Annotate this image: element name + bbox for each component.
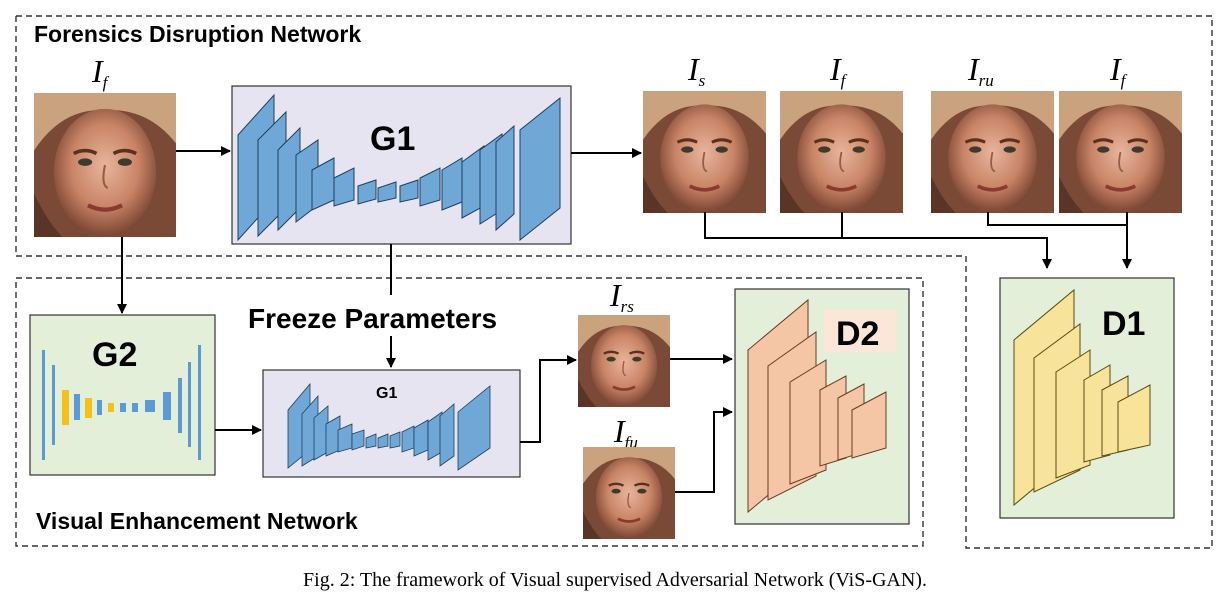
g2-label: G2 bbox=[92, 336, 137, 374]
g1-small-label: G1 bbox=[376, 385, 397, 402]
arrow-ifu-to-d2 bbox=[675, 407, 733, 493]
mid-face-image-rs bbox=[576, 313, 672, 409]
arrow-g1-small-to-irs bbox=[520, 355, 577, 443]
d2-label: D2 bbox=[836, 315, 879, 353]
top-face-image-3 bbox=[929, 89, 1056, 215]
freeze-parameters-label: Freeze Parameters bbox=[248, 303, 497, 334]
top-face-image-1 bbox=[641, 89, 768, 215]
top-face-image-2 bbox=[778, 89, 905, 215]
g2-box bbox=[29, 314, 216, 476]
forensics-section-title: Forensics Disruption Network bbox=[34, 21, 361, 47]
g1-encoder-decoder-blocks bbox=[237, 93, 561, 242]
g2-network-bars bbox=[42, 345, 201, 460]
top-image-4-label: If bbox=[1109, 51, 1128, 90]
visual-section-outline bbox=[15, 277, 924, 547]
mid-face-image-fu bbox=[581, 445, 677, 541]
d1-label: D1 bbox=[1102, 305, 1145, 343]
figure-caption: Fig. 2: The framework of Visual supervis… bbox=[303, 569, 927, 591]
top-face-image-4 bbox=[1057, 89, 1184, 215]
connectors-to-d1 bbox=[704, 212, 1132, 269]
mid-image-rs-label: Irs bbox=[609, 277, 634, 316]
d2-discriminator-blocks bbox=[747, 298, 887, 514]
g1-label: G1 bbox=[370, 120, 415, 158]
d1-discriminator-blocks bbox=[1013, 288, 1151, 507]
top-image-1-label: Is bbox=[687, 51, 706, 90]
top-image-2-label: If bbox=[829, 51, 848, 90]
g1-small-blocks bbox=[287, 382, 491, 471]
visual-section-title: Visual Enhancement Network bbox=[36, 508, 358, 534]
input-face-image bbox=[34, 93, 176, 237]
forensics-section-outline bbox=[15, 15, 1213, 549]
top-image-3-label: Iru bbox=[967, 51, 994, 90]
input-image-label: If bbox=[91, 53, 110, 92]
d2-label-bg bbox=[824, 310, 896, 352]
mid-image-fu-label: Ifu bbox=[613, 413, 638, 452]
